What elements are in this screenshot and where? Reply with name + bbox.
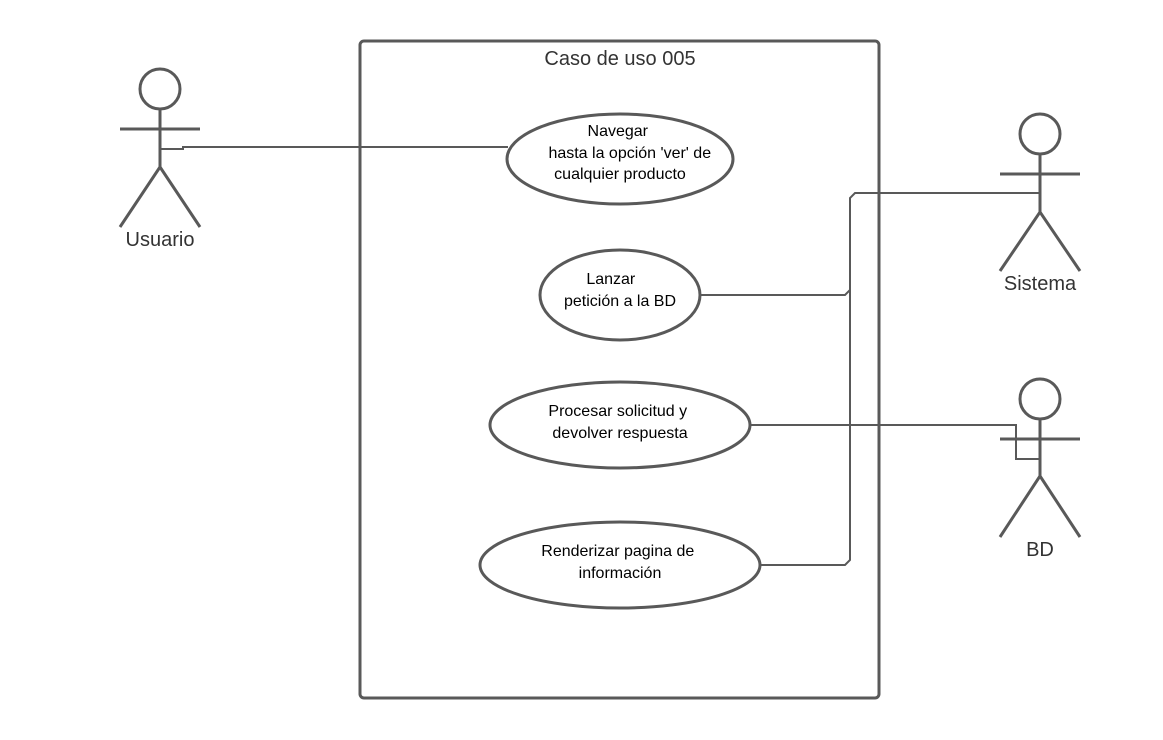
actor-sistema[interactable]: Sistema — [998, 112, 1082, 295]
association-usuario-uc1 — [160, 146, 508, 150]
actor-label-sistema: Sistema — [1004, 273, 1077, 295]
actor-bd[interactable]: BD — [998, 377, 1082, 561]
use-case-line: cualquier producto — [554, 166, 686, 183]
system-title: Caso de uso 005 — [544, 48, 695, 70]
association-sistema-uc4 — [760, 290, 851, 566]
system-boundary — [358, 39, 881, 700]
use-case-line: devolver respuesta — [552, 425, 687, 442]
use-case-line: Procesar solicitud y — [548, 403, 687, 420]
association-bd-uc3 — [750, 424, 1040, 460]
actor-head — [138, 67, 182, 111]
actor-label-usuario: Usuario — [126, 229, 195, 251]
actor-label-bd: BD — [1026, 539, 1054, 561]
actor-legs — [118, 164, 202, 228]
actor-head — [1018, 377, 1062, 421]
use-case-line: hasta la opción 'ver' de — [548, 145, 711, 162]
use-case-line: información — [579, 565, 662, 582]
use-case-text: Navegar hasta la opción 'ver' de cualqui… — [548, 123, 715, 183]
actor-head — [1018, 112, 1062, 156]
use-case-procesar-solicitud[interactable]: Procesar solicitud y devolver respuesta — [488, 380, 752, 470]
association-sistema-uc2 — [700, 192, 1040, 296]
actor-legs — [998, 209, 1082, 272]
use-case-renderizar-pagina[interactable]: Renderizar pagina de información — [478, 520, 762, 610]
use-case-line: Lanzar — [586, 271, 636, 288]
use-case-text: Procesar solicitud y devolver respuesta — [548, 403, 691, 442]
use-case-text: Lanzar petición a la BD — [564, 271, 676, 310]
use-case-line: petición a la BD — [564, 293, 676, 310]
use-case-navegar[interactable]: Navegar hasta la opción 'ver' de cualqui… — [505, 112, 735, 206]
use-case-line: Navegar — [588, 123, 649, 140]
use-case-line: Renderizar pagina de — [541, 543, 694, 560]
actor-legs — [998, 473, 1082, 538]
actor-usuario[interactable]: Usuario — [118, 67, 202, 251]
use-case-lanzar-peticion[interactable]: Lanzar petición a la BD — [538, 248, 702, 342]
use-case-text: Renderizar pagina de información — [541, 543, 698, 582]
